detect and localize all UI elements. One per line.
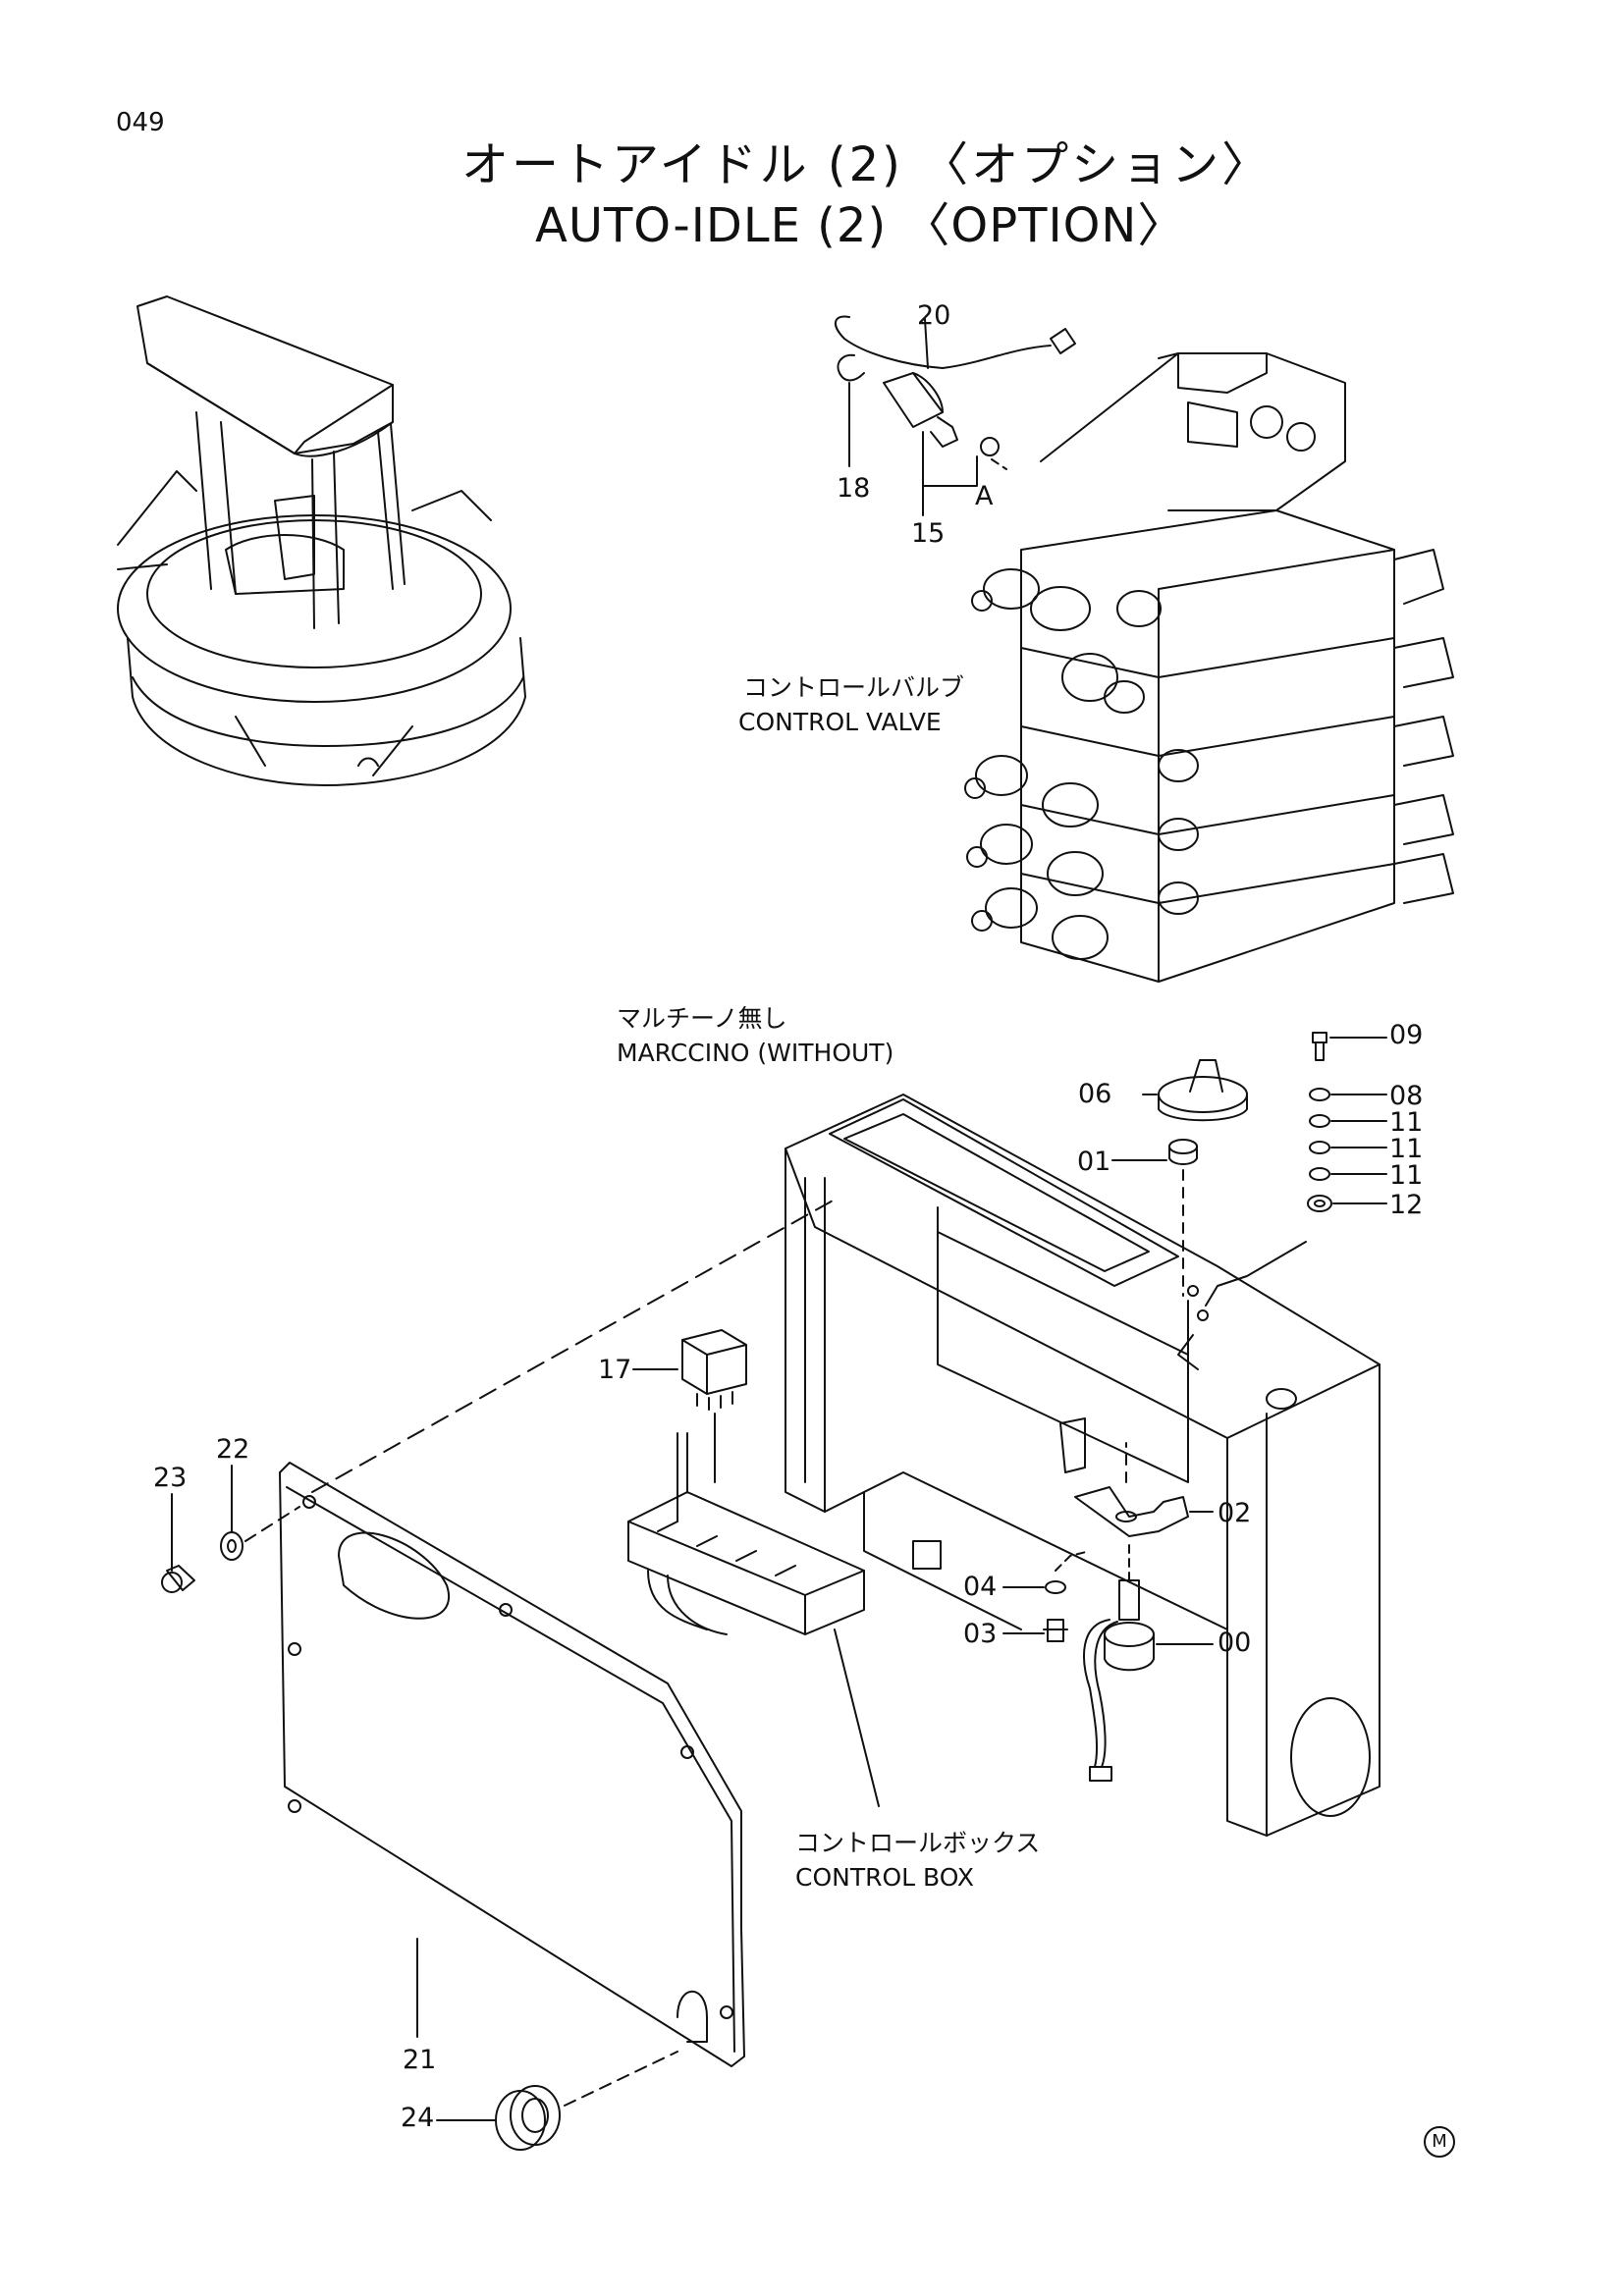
page-number: 049 xyxy=(116,108,165,137)
bracket-02-illustration xyxy=(1074,1442,1214,1537)
washer-04-screw-03-illustration xyxy=(1002,1550,1091,1642)
callout-03: 03 xyxy=(963,1619,998,1649)
callout-15: 15 xyxy=(911,518,946,549)
washer-stack-illustration xyxy=(1205,1032,1387,1307)
callout-22: 22 xyxy=(216,1434,250,1465)
callout-02: 02 xyxy=(1218,1498,1252,1528)
control-box-caption-jp: コントロールボックス xyxy=(795,1829,1041,1857)
callout-11a: 11 xyxy=(1389,1107,1424,1138)
washer-22-illustration xyxy=(220,1465,300,1561)
marccino-caption-en: MARCCINO (WITHOUT) xyxy=(617,1039,894,1067)
pressure-switch-illustration xyxy=(835,315,1076,516)
title-japanese: オートアイドル (2) 〈オプション〉 xyxy=(461,137,1272,192)
callout-23: 23 xyxy=(153,1463,188,1493)
callout-21: 21 xyxy=(403,2045,437,2075)
relay-17-illustration xyxy=(632,1329,747,1483)
grommet-24-illustration xyxy=(436,2051,678,2151)
control-box-inner-tray-illustration xyxy=(627,1432,880,1807)
callout-18: 18 xyxy=(837,473,871,504)
callout-11c: 11 xyxy=(1389,1160,1424,1191)
excavator-overview-illustration xyxy=(117,295,526,786)
title-english: AUTO-IDLE (2) 〈OPTION〉 xyxy=(535,198,1186,253)
callout-01: 01 xyxy=(1077,1147,1111,1177)
callout-12: 12 xyxy=(1389,1190,1424,1220)
callout-06: 06 xyxy=(1078,1079,1112,1109)
callout-08: 08 xyxy=(1389,1081,1424,1111)
control-valve-caption-en: CONTROL VALVE xyxy=(738,708,942,736)
switch-00-illustration xyxy=(1083,1540,1214,1782)
dial-knob-illustration xyxy=(1142,1059,1248,1122)
control-box-caption-en: CONTROL BOX xyxy=(795,1863,974,1892)
maker-mark-icon: M xyxy=(1424,2126,1455,2158)
callout-20: 20 xyxy=(917,300,951,331)
grommet-01-illustration xyxy=(1111,1139,1198,1297)
side-cover-21-illustration xyxy=(279,1199,836,2067)
callout-24: 24 xyxy=(401,2103,435,2133)
callout-00: 00 xyxy=(1218,1628,1252,1658)
control-valve-illustration xyxy=(964,352,1454,983)
callout-11b: 11 xyxy=(1389,1134,1424,1164)
callout-04: 04 xyxy=(963,1572,998,1602)
callout-A: A xyxy=(975,481,994,511)
callout-09: 09 xyxy=(1389,1020,1424,1050)
marccino-caption-jp: マルチーノ無し xyxy=(617,1004,787,1033)
bolt-23-illustration xyxy=(161,1493,195,1593)
control-box-frame-illustration xyxy=(785,1094,1380,1837)
control-valve-caption-jp: コントロールバルブ xyxy=(743,673,965,702)
callout-17: 17 xyxy=(598,1355,632,1385)
